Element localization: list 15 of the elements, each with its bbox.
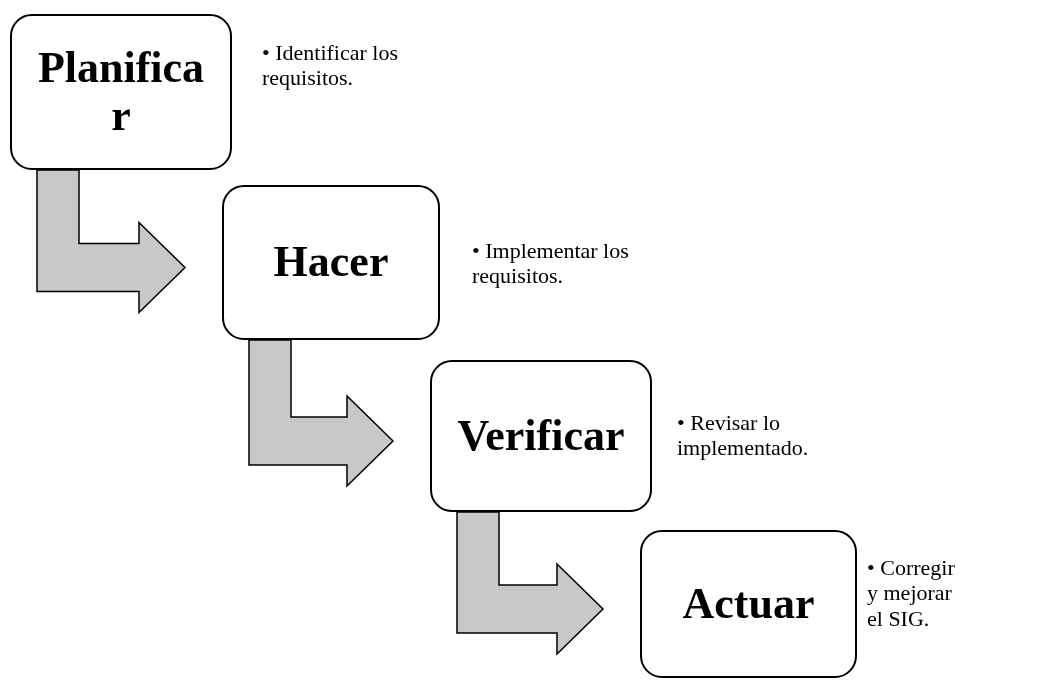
step-title: Planificar: [36, 43, 206, 141]
step-box: [222, 185, 440, 340]
step-title: Verificar: [457, 411, 625, 461]
block-arrow: [456, 511, 605, 656]
bullet-text: • Implementar los requisitos.: [472, 238, 630, 289]
step-box: [640, 530, 857, 678]
block-arrow: [36, 169, 187, 315]
bullet-text: • Revisar lo implementado.: [677, 410, 810, 461]
step-title: Hacer: [273, 238, 389, 287]
step-box: [430, 360, 652, 512]
step-box: [10, 14, 232, 170]
bullet-text: • Identificar los requisitos.: [262, 40, 399, 91]
bullet-text: • Corregir y mejorar el SIG.: [867, 555, 956, 631]
step-title: Actuar: [682, 579, 815, 629]
block-arrow: [248, 339, 395, 488]
